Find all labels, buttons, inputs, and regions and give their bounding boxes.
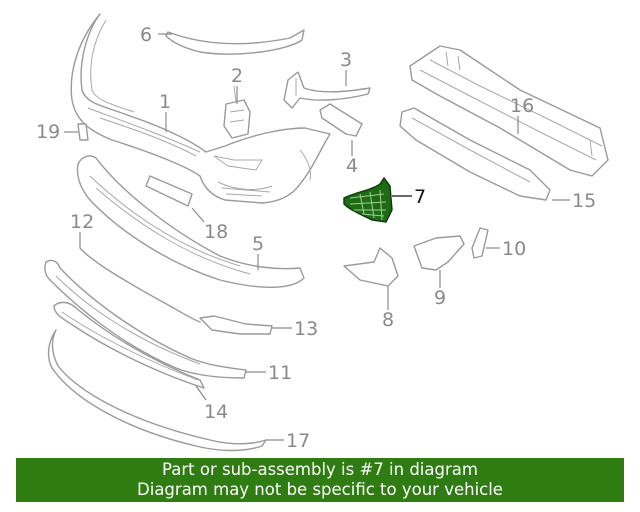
part-8-bezel xyxy=(343,247,399,287)
callout-4: 4 xyxy=(346,155,358,177)
part-11-lower-grille xyxy=(44,259,247,379)
part-2-bracket xyxy=(223,85,251,139)
callout-9: 9 xyxy=(434,287,446,309)
part-17-lower-strip xyxy=(47,329,267,452)
info-banner: Part or sub-assembly is #7 in diagram Di… xyxy=(16,458,624,502)
part-1-bumper-cover xyxy=(70,13,331,204)
callout-19: 19 xyxy=(36,121,60,143)
part-3-bracket-arm xyxy=(283,71,371,109)
part-5-lower-bumper xyxy=(76,155,305,288)
callout-12: 12 xyxy=(70,211,94,233)
banner-line-2: Diagram may not be specific to your vehi… xyxy=(137,480,503,499)
callout-15: 15 xyxy=(572,190,596,212)
callout-3: 3 xyxy=(340,49,352,71)
callout-6: 6 xyxy=(140,24,152,46)
part-12-trim-strip xyxy=(79,247,201,323)
part-10-bracket xyxy=(471,227,489,259)
part-6-strip xyxy=(165,29,305,55)
part-18-license-bracket xyxy=(145,175,193,207)
part-9-bezel xyxy=(413,235,465,271)
callout-11: 11 xyxy=(268,362,292,384)
banner-line-1: Part or sub-assembly is #7 in diagram xyxy=(162,460,478,479)
part-16-beam xyxy=(409,45,609,177)
part-14-skid-plate xyxy=(53,301,205,389)
callout-17: 17 xyxy=(286,430,310,452)
part-7-grille-highlighted xyxy=(343,176,393,223)
callout-7: 7 xyxy=(414,186,426,208)
callout-16: 16 xyxy=(510,95,534,117)
leader-lines xyxy=(64,33,570,441)
callout-13: 13 xyxy=(294,318,318,340)
callout-2: 2 xyxy=(231,65,243,87)
callout-1: 1 xyxy=(159,91,171,113)
part-19-clip xyxy=(77,123,89,141)
callout-18: 18 xyxy=(204,221,228,243)
parts-diagram: 6 1 2 3 4 19 16 15 7 18 5 12 8 9 10 13 1… xyxy=(36,13,609,452)
part-13-trim xyxy=(199,315,273,335)
callout-5: 5 xyxy=(252,233,264,255)
callout-10: 10 xyxy=(502,238,526,260)
part-15-absorber xyxy=(399,107,551,201)
callout-8: 8 xyxy=(382,309,394,331)
part-4-bracket xyxy=(319,103,363,137)
callout-14: 14 xyxy=(204,401,228,423)
